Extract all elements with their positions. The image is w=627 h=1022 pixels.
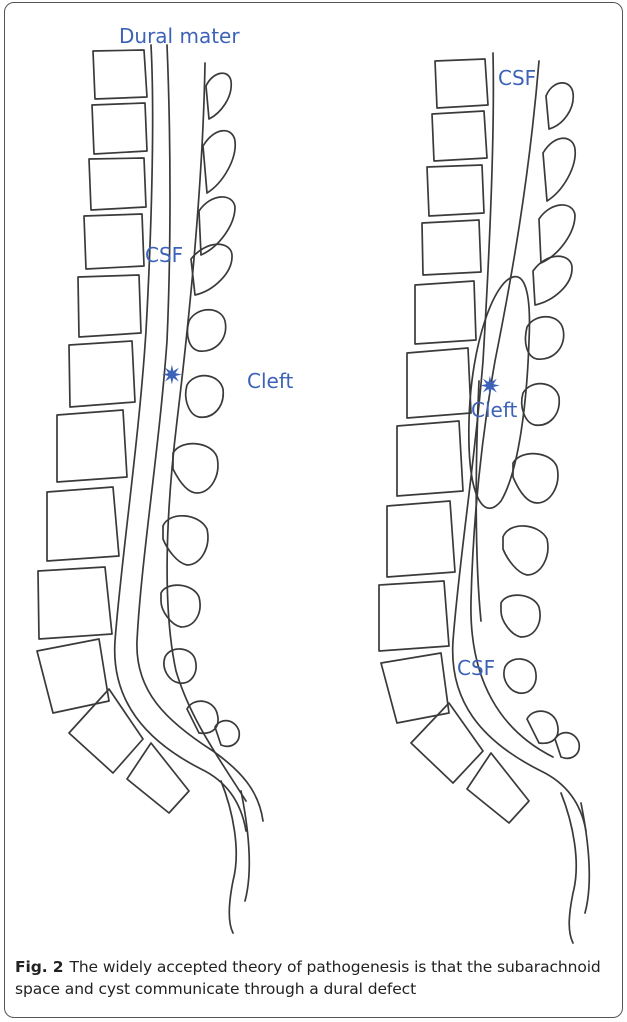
right-spinous-process bbox=[525, 317, 563, 359]
right-vertebral-body bbox=[379, 581, 449, 651]
right-posterior-elements bbox=[501, 83, 589, 943]
left-sacrum bbox=[127, 743, 189, 813]
left-dura-anterior bbox=[115, 45, 246, 831]
left-vertebral-body bbox=[78, 275, 141, 337]
right-vertebral-body bbox=[422, 220, 481, 275]
label-cleft-left: Cleft bbox=[247, 369, 294, 393]
left-dura-inner bbox=[167, 63, 246, 801]
left-vertebral-body bbox=[38, 567, 112, 639]
left-spinous-process bbox=[164, 649, 196, 683]
right-coccyx bbox=[561, 793, 576, 943]
right-vertebral-body bbox=[415, 281, 476, 344]
label-csf-right-top: CSF bbox=[498, 66, 536, 90]
left-coccyx bbox=[221, 781, 236, 933]
right-sacral-segment bbox=[555, 733, 579, 759]
left-spinous-process bbox=[206, 73, 231, 119]
left-spinous-process bbox=[186, 376, 223, 418]
spine-diagram: Dural mater CSF Cleft ✷ bbox=[5, 3, 623, 1018]
left-spinous-process bbox=[173, 444, 218, 493]
right-spinous-process bbox=[546, 83, 573, 129]
right-spinous-process bbox=[501, 595, 540, 637]
right-coccyx bbox=[581, 803, 589, 913]
right-dural-defect-marker: ✷ bbox=[479, 372, 501, 402]
right-spinous-process bbox=[513, 454, 558, 503]
right-vertebral-body bbox=[435, 59, 488, 108]
left-spinous-process bbox=[187, 701, 218, 733]
left-spinous-process bbox=[163, 516, 208, 565]
left-vertebral-body bbox=[69, 341, 135, 407]
label-csf-left: CSF bbox=[145, 243, 183, 267]
right-spinous-process bbox=[504, 659, 536, 693]
right-spinous-process bbox=[543, 138, 575, 201]
left-spinous-process bbox=[203, 131, 235, 193]
right-spine: CSF Cleft CSF ✷ bbox=[379, 53, 589, 943]
right-spinous-process bbox=[527, 711, 558, 743]
left-vertebral-body bbox=[89, 158, 146, 210]
figure-label: Fig. 2 bbox=[15, 958, 63, 976]
left-vertebral-body bbox=[57, 410, 127, 482]
label-dural-mater: Dural mater bbox=[119, 24, 240, 48]
left-dura-posterior bbox=[137, 45, 263, 821]
left-vertebral-body bbox=[92, 103, 147, 154]
right-vertebral-body bbox=[397, 421, 463, 496]
right-spinous-process bbox=[533, 256, 572, 305]
left-spinous-process bbox=[187, 310, 225, 351]
left-sacral-segment bbox=[215, 721, 239, 747]
figure-panel: Dural mater CSF Cleft ✷ bbox=[4, 2, 623, 1018]
caption-text: The widely accepted theory of pathogenes… bbox=[15, 958, 601, 998]
right-vertebral-bodies bbox=[379, 59, 529, 823]
right-sacrum bbox=[467, 753, 529, 823]
left-vertebral-body bbox=[93, 50, 147, 99]
left-coccyx bbox=[241, 791, 249, 901]
right-vertebral-body bbox=[381, 653, 449, 723]
left-vertebral-bodies bbox=[37, 50, 189, 813]
left-vertebral-body bbox=[47, 487, 119, 561]
left-posterior-elements bbox=[161, 73, 249, 933]
left-vertebral-body bbox=[84, 214, 144, 269]
right-vertebral-body bbox=[432, 111, 487, 161]
right-spinous-process bbox=[503, 526, 548, 575]
right-dura bbox=[453, 53, 586, 831]
right-vertebral-body bbox=[407, 348, 471, 418]
right-vertebral-body bbox=[427, 165, 484, 216]
right-spinous-process bbox=[522, 384, 559, 426]
left-spinous-process bbox=[191, 244, 232, 295]
left-dural-defect-marker: ✷ bbox=[161, 361, 183, 391]
left-spine: Dural mater CSF Cleft ✷ bbox=[37, 24, 294, 933]
label-csf-right-bottom: CSF bbox=[457, 656, 495, 680]
left-spinous-process bbox=[199, 197, 235, 255]
right-spinous-process bbox=[539, 205, 575, 263]
right-vertebral-body bbox=[387, 501, 455, 577]
